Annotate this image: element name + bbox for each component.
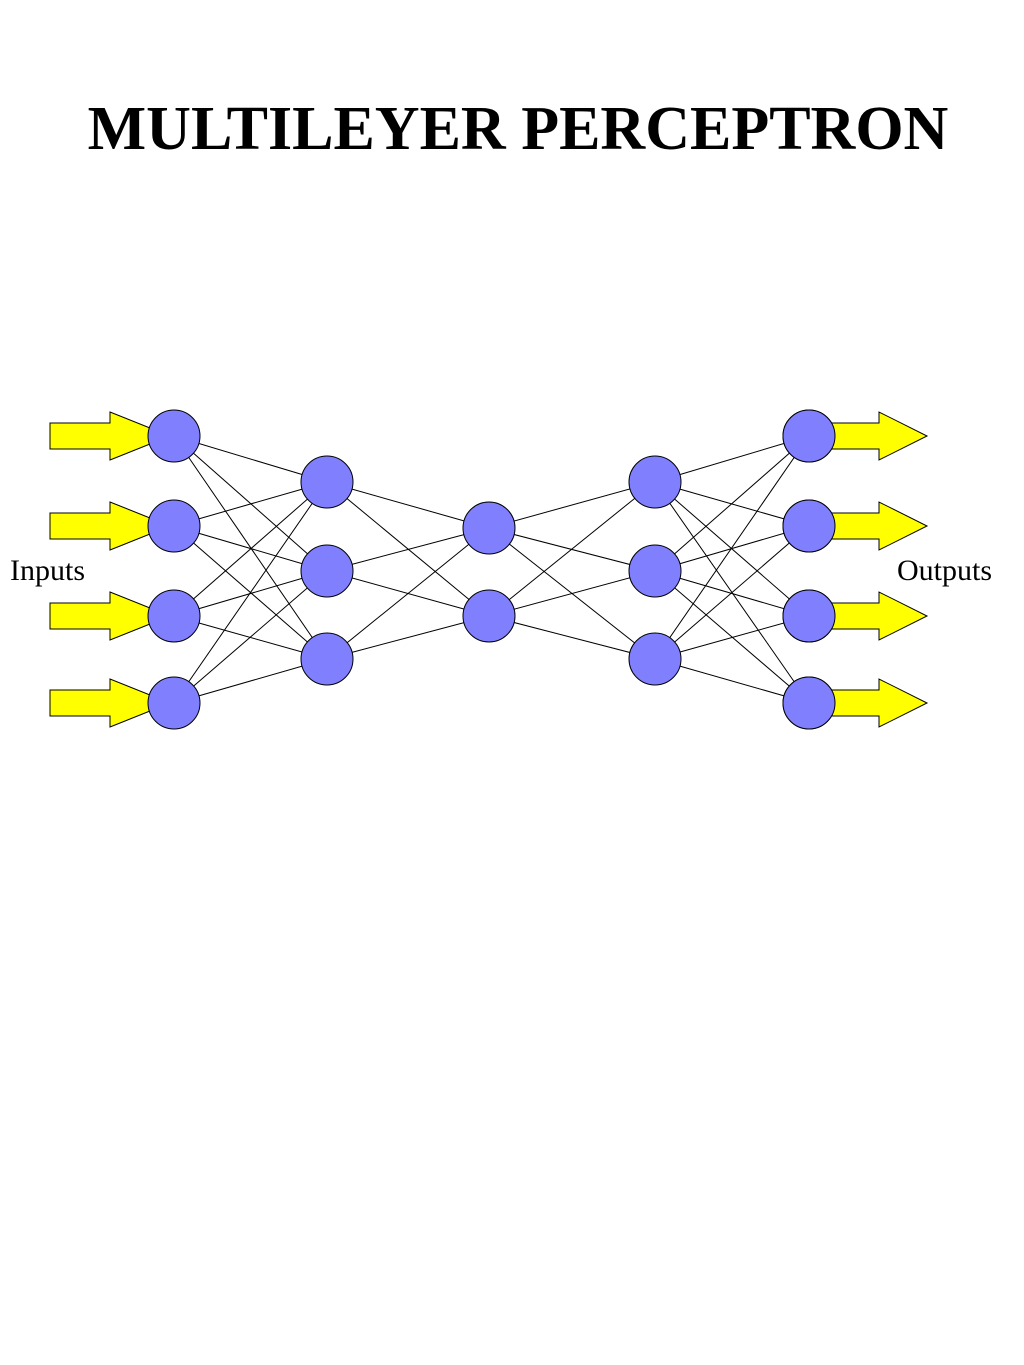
neuron-node: [300, 455, 354, 509]
input-arrow: [49, 591, 172, 641]
neuron-node: [628, 632, 682, 686]
neuron-node: [628, 455, 682, 509]
connection-line: [654, 435, 810, 483]
connection-line: [654, 658, 810, 704]
neuron-node: [300, 544, 354, 598]
connection-line: [173, 481, 328, 704]
connection-line: [654, 435, 810, 572]
neuron-node: [147, 589, 201, 643]
connection-line: [173, 435, 328, 660]
connection-line: [488, 481, 656, 529]
connection-line: [326, 527, 490, 572]
output-neuron-node: [782, 499, 836, 553]
output-neuron-node: [782, 676, 836, 730]
page-title: MULTILEYER PERCEPTRON: [87, 95, 949, 163]
connection-line: [654, 525, 810, 660]
connection-line: [326, 527, 490, 660]
neuron-node: [147, 676, 201, 730]
connection-line: [173, 481, 328, 617]
connection-line: [488, 481, 656, 617]
io-arrows: [49, 411, 172, 728]
outputs-label: Outputs: [897, 554, 992, 587]
output-arrows: [782, 409, 929, 730]
connections: [173, 435, 810, 704]
neuron-node: [462, 501, 516, 555]
neuron-node: [462, 589, 516, 643]
connection-line: [654, 570, 810, 617]
input-arrow: [49, 678, 172, 728]
neuron-node: [628, 544, 682, 598]
connection-line: [654, 525, 810, 572]
inputs-label: Inputs: [10, 554, 85, 587]
input-arrow: [49, 501, 172, 551]
input-arrow: [49, 411, 172, 461]
connection-line: [488, 570, 656, 617]
neuron-node: [147, 499, 201, 553]
connection-line: [326, 481, 490, 529]
connection-line: [654, 435, 810, 660]
connection-line: [488, 615, 656, 660]
connection-line: [173, 570, 328, 617]
connection-line: [326, 615, 490, 660]
output-neuron-node: [782, 589, 836, 643]
connection-line: [173, 658, 328, 704]
connection-line: [654, 615, 810, 660]
connection-line: [173, 481, 328, 527]
neuron-node: [300, 632, 354, 686]
output-neuron-node: [782, 409, 836, 463]
connection-line: [173, 435, 328, 483]
neuron-node: [147, 409, 201, 463]
connection-line: [173, 570, 328, 704]
